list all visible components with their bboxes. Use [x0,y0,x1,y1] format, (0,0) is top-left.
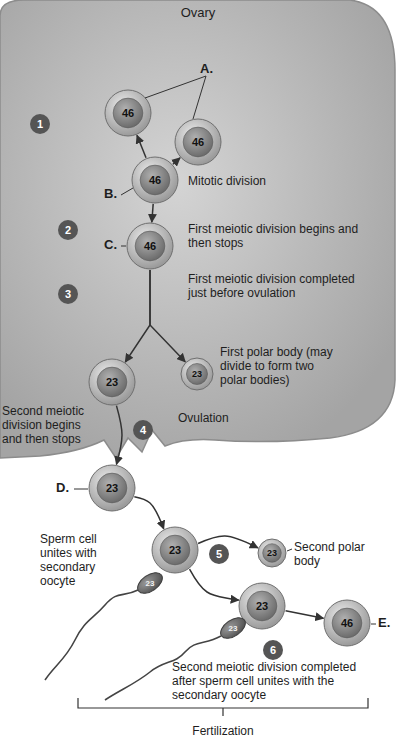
arrow-connector [134,497,163,529]
leader-line [371,624,376,625]
cell-membrane [175,119,221,165]
arrow-connector [150,270,185,362]
cell-nucleus [97,367,127,397]
chromosome-count: 46 [192,136,204,148]
sperm-head-outline [134,568,166,597]
step-note: Sperm cell unites with secondary oocyte [40,532,118,588]
arrow-connector [286,611,324,619]
cell-circle: 23 [180,357,214,391]
letter-label: C. [104,238,117,252]
cell-circle: 23 [151,526,199,574]
sperm-head: 23 [218,619,248,637]
step-note: First meiotic division completed just be… [188,272,358,300]
step-note: Second meiotic division completed after … [172,660,377,702]
cell-circle: 23 [257,538,287,568]
cell-nucleus [247,591,277,621]
arrow-connector [152,204,153,222]
cell-circle: 46 [104,89,152,137]
cell-nucleus [113,98,143,128]
letter-label: E. [378,616,390,630]
chromosome-count: 46 [144,240,156,252]
cell-nucleus [135,231,165,261]
cell-circle: 23 [88,464,136,512]
leader-line [193,76,206,119]
step-note: First meiotic division begins and then s… [188,222,363,250]
chromosome-count: 23 [192,369,202,379]
callout-number: 1 [30,114,50,134]
arrow-connector [173,158,180,164]
cell-nucleus [332,608,362,638]
cell-circle: 23 [88,358,136,406]
callout-number: 6 [263,640,283,660]
cell-circle: 46 [323,599,371,647]
cell-nucleus [263,544,282,563]
leader-line [74,489,88,490]
chromosome-count: 46 [122,107,134,119]
step-note: Ovulation [178,411,229,425]
cell-nucleus [160,535,190,565]
chromosome-count: 23 [256,600,268,612]
ovary-outline [0,0,395,458]
letter-label: D. [56,481,69,495]
cell-membrane [105,90,151,136]
letter-label: A. [200,62,213,76]
cell-membrane [132,157,178,203]
cell-membrane [127,223,173,269]
cell-nucleus [97,473,127,503]
arrow-connector [116,406,122,465]
cell-nucleus [140,165,170,195]
cell-membrane [239,583,285,629]
cell-membrane [152,527,198,573]
leader-line [121,246,126,247]
cell-membrane [89,465,135,511]
chromosome-count: 23 [169,544,181,556]
callout-number: 4 [133,420,153,440]
arrow-connector [198,536,258,548]
cell-membrane [181,358,213,390]
leader-line [121,188,133,195]
step-note: Mitotic division [188,174,318,188]
callout-number: 5 [209,544,229,564]
part-note: Second polar body [294,540,379,568]
chromosome-count: 23 [229,624,238,633]
chromosome-count: 46 [149,174,161,186]
cell-membrane [258,539,286,567]
step-note: Second meiotic division begins and then … [2,404,97,446]
organ-title: Ovary [181,5,216,20]
leader-line [287,549,292,551]
cell-circle: 46 [126,222,174,270]
arrow-connector [190,569,239,600]
chromosome-count: 23 [267,548,277,558]
cell-nucleus [186,363,207,384]
group-caption: Fertilization [173,724,273,738]
chromosome-count: 23 [106,376,118,388]
cell-nucleus [183,127,213,157]
sperm-head: 23 [135,574,165,592]
sperm-tail [45,590,138,680]
chromosome-count: 23 [106,482,118,494]
arrow-connector [125,270,150,362]
cell-membrane [324,600,370,646]
cell-membrane [89,359,135,405]
letter-label: B. [104,187,117,201]
cell-circle: 46 [131,156,179,204]
callout-number: 2 [58,220,78,240]
cell-circle: 46 [174,118,222,166]
chromosome-count: 46 [341,617,353,629]
chromosome-count: 23 [146,579,155,588]
sperm-head-outline [217,613,249,642]
part-note: First polar body (may divide to form two… [220,345,335,387]
callout-number: 3 [58,284,78,304]
arrow-connector [137,135,146,157]
leader-line [145,76,206,98]
